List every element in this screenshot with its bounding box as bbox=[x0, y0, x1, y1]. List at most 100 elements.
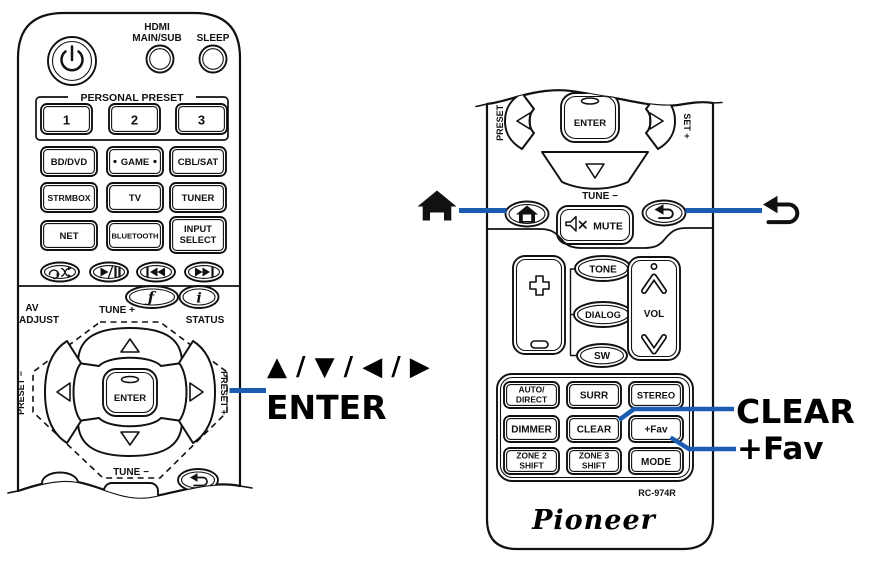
preset-3-button[interactable]: 3 bbox=[175, 103, 228, 135]
preset-minus-label-right: PRESET − bbox=[495, 97, 505, 141]
dpad-right-button[interactable] bbox=[178, 340, 216, 444]
input-net-button[interactable]: NET bbox=[40, 220, 98, 251]
next-track-button[interactable] bbox=[184, 261, 224, 283]
right-triangle-icon-right bbox=[649, 112, 664, 130]
mode-button[interactable]: MODE bbox=[628, 447, 684, 475]
dpad-left-button[interactable] bbox=[44, 340, 82, 444]
repeat-shuffle-button[interactable] bbox=[40, 261, 80, 283]
wrench-icon: ƒ bbox=[145, 289, 157, 307]
callout-clear-line bbox=[617, 406, 734, 422]
svg-text:SURR: SURR bbox=[580, 391, 609, 402]
volume-down-icon bbox=[641, 334, 667, 355]
down-triangle-icon bbox=[120, 431, 140, 446]
model-label: RC-974R bbox=[638, 488, 676, 498]
tone-button[interactable]: TONE bbox=[574, 255, 632, 282]
dialog-button[interactable]: DIALOG bbox=[573, 301, 633, 328]
volume-rocker[interactable]: VOL bbox=[627, 256, 681, 361]
sleep-label: SLEEP bbox=[197, 33, 230, 44]
plus-icon bbox=[529, 275, 550, 296]
svg-text:DIMMER: DIMMER bbox=[511, 425, 552, 436]
dpad-right-button-right[interactable] bbox=[645, 92, 676, 150]
input-tv-button[interactable]: TV bbox=[106, 182, 164, 213]
svg-text:ENTER: ENTER bbox=[574, 118, 606, 129]
input-bluetooth-button[interactable]: BLUETOOTH bbox=[106, 220, 164, 251]
svg-text:AUTO/: AUTO/ bbox=[519, 385, 546, 395]
svg-text:STEREO: STEREO bbox=[637, 391, 675, 401]
svg-text:TV: TV bbox=[129, 193, 142, 204]
enter-button[interactable]: ENTER bbox=[102, 368, 158, 417]
input-game-button[interactable]: GAME bbox=[106, 146, 164, 177]
home-button[interactable] bbox=[504, 200, 550, 228]
enter-indicator bbox=[120, 375, 140, 384]
enter-button-right[interactable]: ENTER bbox=[560, 92, 620, 143]
svg-text:ENTER: ENTER bbox=[114, 393, 146, 404]
input-bd-dvd-button[interactable]: BD/DVD bbox=[40, 146, 98, 177]
preset-2-button[interactable]: 2 bbox=[108, 103, 161, 135]
mute-button[interactable]: MUTE bbox=[556, 205, 634, 245]
right-remote: PRESET − ENTER SET + TUNE − bbox=[475, 89, 723, 551]
tune-plus-label: TUNE + bbox=[99, 305, 135, 316]
dimmer-button[interactable]: DIMMER bbox=[503, 415, 560, 443]
svg-text:2: 2 bbox=[131, 113, 138, 128]
channel-plus-minus-button[interactable] bbox=[512, 255, 566, 355]
dpad-left-button-right[interactable] bbox=[504, 92, 535, 150]
panel-contour bbox=[487, 227, 713, 249]
right-remote-tear-edge bbox=[475, 101, 723, 108]
play-pause-button[interactable] bbox=[89, 261, 129, 283]
personal-preset-title-bg bbox=[68, 91, 196, 103]
stereo-button[interactable]: STEREO bbox=[628, 381, 684, 409]
previous-track-button[interactable] bbox=[136, 261, 176, 283]
partial-bottom-button[interactable] bbox=[103, 482, 159, 509]
preset-plus-label-right: SET + bbox=[682, 113, 692, 138]
preset-1-button[interactable]: 1 bbox=[40, 103, 93, 135]
return-button-right[interactable] bbox=[641, 199, 687, 227]
power-icon bbox=[60, 45, 84, 72]
clear-button[interactable]: CLEAR bbox=[566, 415, 622, 443]
svg-text:1: 1 bbox=[63, 113, 70, 128]
repeat-shuffle-icon bbox=[48, 266, 72, 280]
dpad-down-button-right[interactable] bbox=[541, 151, 649, 190]
av-adjust-label-line2: ADJUST bbox=[19, 315, 59, 326]
auto-direct-button[interactable]: AUTO/ DIRECT bbox=[503, 381, 560, 409]
zone3-shift-button[interactable]: ZONE 3 SHIFT bbox=[566, 447, 622, 475]
input-strmbox-button[interactable]: STRMBOX bbox=[40, 182, 98, 213]
input-select-button[interactable]: INPUT SELECT bbox=[169, 216, 227, 254]
svg-text:BD/DVD: BD/DVD bbox=[51, 157, 88, 168]
enter-indicator-right bbox=[580, 97, 600, 105]
left-triangle-icon-right bbox=[516, 112, 531, 130]
power-button[interactable] bbox=[47, 36, 97, 86]
svg-text:3: 3 bbox=[198, 113, 205, 128]
sw-button[interactable]: SW bbox=[576, 343, 628, 368]
hdmi-main-sub-button[interactable] bbox=[145, 44, 175, 74]
down-triangle-icon-right bbox=[585, 163, 605, 179]
game-dot-right bbox=[153, 159, 157, 164]
svg-text:SHIFT: SHIFT bbox=[582, 461, 607, 471]
home-icon bbox=[516, 205, 538, 223]
svg-text:TUNER: TUNER bbox=[182, 193, 215, 204]
status-label: STATUS bbox=[186, 315, 225, 326]
right-triangle-icon bbox=[189, 382, 204, 402]
surr-button[interactable]: SURR bbox=[566, 381, 622, 409]
dpad-down-button[interactable] bbox=[77, 417, 183, 457]
preset-plus-label: PRESET + bbox=[219, 371, 229, 415]
svg-text:DIALOG: DIALOG bbox=[585, 310, 621, 320]
return-icon-right bbox=[654, 204, 674, 220]
status-button[interactable]: i bbox=[178, 285, 220, 309]
tune-minus-label-right: TUNE − bbox=[582, 191, 618, 202]
zone2-shift-button[interactable]: ZONE 2 SHIFT bbox=[503, 447, 560, 475]
svg-text:BLUETOOTH: BLUETOOTH bbox=[111, 232, 158, 241]
input-tuner-button[interactable]: TUNER bbox=[169, 182, 227, 213]
volume-up-icon bbox=[641, 262, 667, 294]
svg-text:STRMBOX: STRMBOX bbox=[48, 193, 91, 203]
callout-home-icon bbox=[417, 190, 457, 224]
sleep-button[interactable] bbox=[198, 44, 228, 74]
fav-button[interactable]: +Fav bbox=[628, 415, 684, 443]
hdmi-label-line1: HDMI bbox=[144, 22, 170, 33]
svg-text:SHIFT: SHIFT bbox=[519, 461, 544, 471]
input-cbl-sat-button[interactable]: CBL/SAT bbox=[169, 146, 227, 177]
svg-text:NET: NET bbox=[60, 231, 79, 242]
av-adjust-button[interactable]: ƒ bbox=[125, 285, 179, 309]
dpad-up-button[interactable] bbox=[77, 327, 183, 367]
callout-enter-label: ENTER bbox=[266, 388, 387, 427]
